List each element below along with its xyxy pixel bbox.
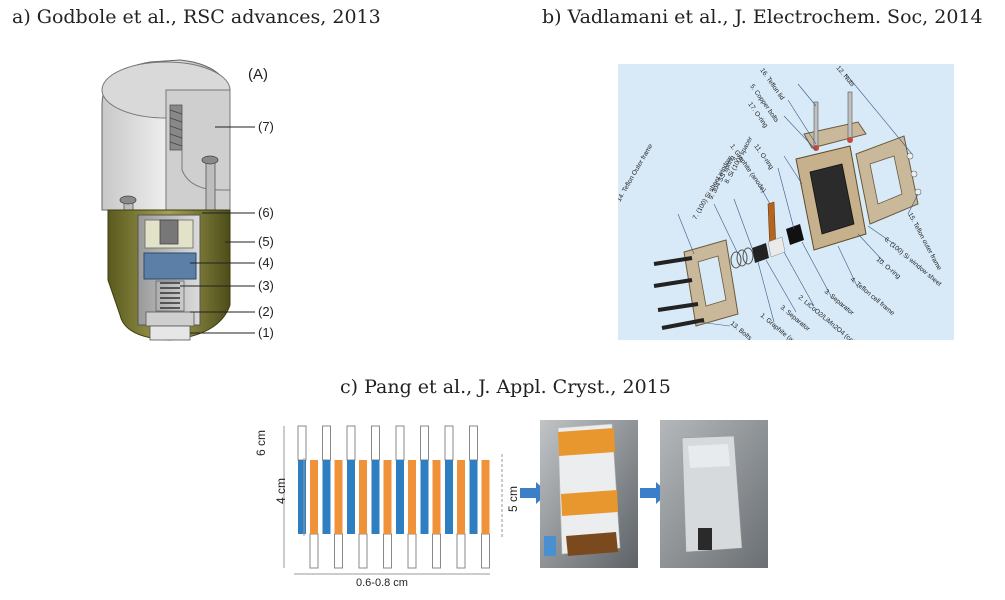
panel-a-callout-2: (2) bbox=[258, 304, 274, 319]
electrode-strip-blue bbox=[469, 460, 478, 534]
panel-a-callout-6: (6) bbox=[258, 205, 274, 220]
panel-c-dim-width: 0.6-0.8 cm bbox=[356, 577, 408, 589]
electrode-tab-top bbox=[297, 425, 307, 461]
electrode-strip-blue bbox=[322, 460, 331, 534]
panel-c-title: c) Pang et al., J. Appl. Cryst., 2015 bbox=[340, 376, 671, 398]
electrode-tab-bottom bbox=[309, 533, 319, 569]
electrode-tab-top bbox=[395, 425, 405, 461]
electrode-tab-bottom bbox=[358, 533, 368, 569]
electrode-tab-top bbox=[371, 425, 380, 461]
electrode-tab-bottom bbox=[334, 533, 343, 569]
electrode-tab-bottom bbox=[456, 533, 466, 569]
panel-a-figure-label: (A) bbox=[248, 66, 268, 83]
panel-a-figure bbox=[90, 50, 350, 354]
electrode-strip-blue bbox=[298, 460, 306, 534]
panel-a-title: a) Godbole et al., RSC advances, 2013 bbox=[12, 6, 381, 28]
electrode-strip-orange bbox=[359, 460, 367, 534]
electrode-tab-top bbox=[322, 425, 331, 461]
electrode-strip-orange bbox=[457, 460, 465, 534]
electrode-strip-orange bbox=[310, 460, 318, 534]
panel-a-callout-7: (7) bbox=[258, 119, 274, 134]
panel-a-callout-5: (5) bbox=[258, 234, 274, 249]
electrode-tab-bottom bbox=[481, 533, 490, 569]
electrode-tab-top bbox=[444, 425, 454, 461]
electrode-strip-blue bbox=[445, 460, 453, 534]
electrode-strip-orange bbox=[383, 460, 392, 534]
electrode-tab-bottom bbox=[383, 533, 392, 569]
panel-c-dim-4cm: 4 cm bbox=[274, 477, 288, 504]
panel-a-callout-4: (4) bbox=[258, 255, 274, 270]
electrode-tab-top bbox=[469, 425, 478, 461]
electrode-tab-top bbox=[346, 425, 356, 461]
electrode-strip-blue bbox=[371, 460, 380, 534]
electrode-tab-bottom bbox=[432, 533, 441, 569]
electrode-tab-bottom bbox=[407, 533, 417, 569]
panel-b-figure: 16. Teflon lid 12. Nuts 5. Copper bolts … bbox=[616, 64, 954, 356]
electrode-strip-blue bbox=[420, 460, 429, 534]
electrode-strip-blue bbox=[396, 460, 404, 534]
electrode-strip-orange bbox=[432, 460, 441, 534]
electrode-tab-top bbox=[420, 425, 429, 461]
electrode-strip-orange bbox=[408, 460, 416, 534]
panel-b-title: b) Vadlamani et al., J. Electrochem. Soc… bbox=[542, 6, 983, 28]
electrode-strip-blue bbox=[347, 460, 355, 534]
electrode-strip-orange bbox=[481, 460, 490, 534]
electrode-strip-orange bbox=[334, 460, 343, 534]
panel-a-callout-3: (3) bbox=[258, 278, 274, 293]
panel-c-figure bbox=[258, 418, 778, 600]
panel-c-dim-5cm: 5 cm bbox=[506, 485, 520, 512]
panel-c-dim-6cm: 6 cm bbox=[254, 429, 268, 456]
panel-a-callout-1: (1) bbox=[258, 325, 274, 340]
